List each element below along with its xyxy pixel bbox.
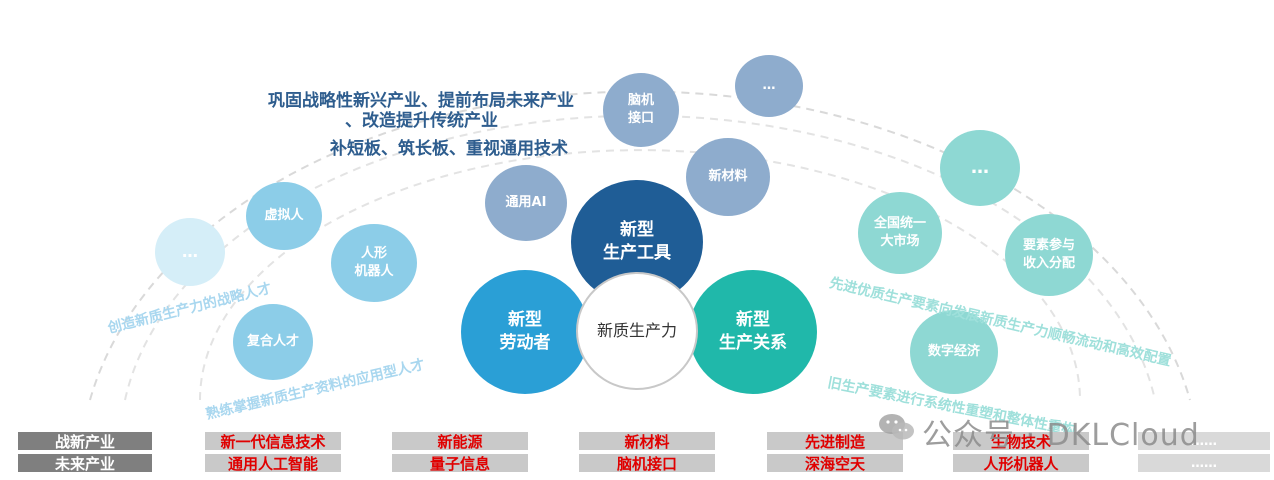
cell-new-materials-text: 新材料 — [624, 432, 670, 451]
cell-new-energy-text: 新能源 — [437, 432, 483, 451]
core-new-productivity-label: 新质生产力 — [596, 321, 677, 341]
core-new-productivity: 新质生产力 — [576, 272, 698, 390]
bubble-tools-more: … — [735, 55, 803, 117]
cell-quantum-info: 量子信息 — [392, 454, 528, 473]
bubble-relations-more: … — [940, 130, 1020, 206]
bubble-tools-more-label: … — [762, 78, 776, 94]
core-new-relations-label: 新型 生产关系 — [719, 310, 787, 353]
watermark-text: 公众号 · DKLCloud — [922, 418, 1200, 453]
heading-strategy-line1: 巩固战略性新兴产业、提前布局未来产业 — [268, 91, 574, 111]
cell-next-gen-it-text: 新一代信息技术 — [220, 432, 326, 451]
cell-row2-more: …… — [1138, 454, 1270, 472]
bubble-unified-market: 全国统一 大市场 — [858, 192, 942, 274]
wechat-icon — [878, 412, 916, 442]
cell-humanoid-robot: 人形机器人 — [953, 454, 1089, 473]
cell-row1-more-text: …… — [1191, 433, 1217, 449]
bubble-humanoid-robot-label: 人形 机器人 — [354, 246, 394, 279]
cell-humanoid-robot-text: 人形机器人 — [983, 454, 1059, 473]
cell-general-ai-text: 通用人工智能 — [227, 454, 318, 473]
bubble-factor-distribution: 要素参与 收入分配 — [1005, 214, 1093, 296]
bubble-virtual-human-label: 虚拟人 — [264, 208, 304, 224]
bubble-factor-distribution-label: 要素参与 收入分配 — [1022, 238, 1075, 271]
bubble-composite-talent-label: 复合人才 — [246, 334, 299, 350]
cell-advanced-manufacturing-text: 先进制造 — [804, 432, 865, 451]
heading-strategy-line2: 、改造提升传统产业 — [345, 111, 498, 131]
cell-new-energy: 新能源 — [392, 432, 528, 451]
cell-biotech-text: 生物技术 — [990, 432, 1051, 451]
bubble-unified-market-label: 全国统一 大市场 — [873, 216, 926, 249]
cell-deep-sea-space: 深海空天 — [767, 454, 903, 473]
core-new-relations: 新型 生产关系 — [689, 270, 817, 394]
bubble-relations-more-label: … — [971, 156, 989, 178]
cell-biotech: 生物技术 — [953, 432, 1089, 451]
cell-advanced-manufacturing: 先进制造 — [767, 432, 903, 451]
cell-next-gen-it: 新一代信息技术 — [205, 432, 341, 451]
cell-bci: 脑机接口 — [579, 454, 715, 473]
core-new-labor: 新型 劳动者 — [461, 270, 589, 394]
bubble-virtual-human: 虚拟人 — [246, 182, 322, 250]
bubble-bci-label: 脑机 接口 — [627, 93, 654, 126]
bubble-humanoid-robot: 人形 机器人 — [331, 224, 417, 302]
bubble-new-materials: 新材料 — [686, 138, 770, 216]
row-label-strategic-emerging-text: 战新产业 — [54, 432, 115, 451]
cell-general-ai: 通用人工智能 — [205, 454, 341, 473]
bubble-brain-computer-interface: 脑机 接口 — [603, 73, 679, 147]
bubble-digital-economy-label: 数字经济 — [927, 344, 980, 360]
row-label-future-industries: 未来产业 — [18, 454, 152, 473]
row-label-strategic-emerging: 战新产业 — [18, 432, 152, 451]
bubble-labor-more-label: … — [182, 242, 198, 262]
bubble-digital-economy: 数字经济 — [910, 310, 998, 394]
cell-row1-more: …… — [1138, 432, 1270, 450]
bubble-new-materials-label: 新材料 — [708, 169, 748, 185]
core-new-labor-label: 新型 劳动者 — [499, 310, 551, 353]
core-new-tools-label: 新型 生产工具 — [603, 220, 671, 263]
cell-deep-sea-space-text: 深海空天 — [804, 454, 865, 473]
cell-bci-text: 脑机接口 — [616, 454, 677, 473]
bubble-general-ai-label: 通用AI — [505, 195, 547, 211]
bubble-composite-talent: 复合人才 — [233, 304, 313, 380]
bubble-general-ai: 通用AI — [485, 165, 567, 241]
cell-quantum-info-text: 量子信息 — [429, 454, 490, 473]
heading-tech: 补短板、筑长板、重视通用技术 — [330, 139, 568, 159]
row-label-future-industries-text: 未来产业 — [54, 454, 115, 473]
cell-row2-more-text: …… — [1191, 455, 1217, 471]
cell-new-materials: 新材料 — [579, 432, 715, 451]
bubble-labor-more: … — [155, 218, 225, 286]
